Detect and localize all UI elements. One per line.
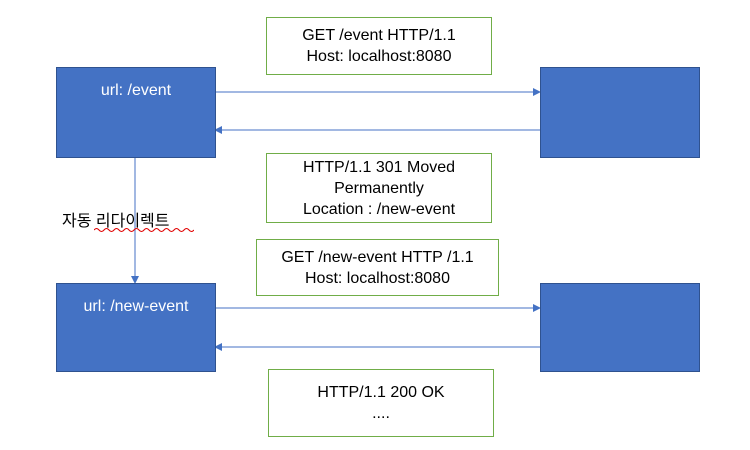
server-box-bottom [540, 283, 700, 372]
client-url-label: url: /event [100, 82, 172, 99]
response-message-301: HTTP/1.1 301 Moved Permanently Location … [266, 153, 492, 223]
message-line: GET /event HTTP/1.1 [302, 27, 456, 44]
server-box-top [540, 67, 700, 158]
client-url-label: url: /new-event [83, 298, 189, 315]
redirect-label: 자동 리다이렉트 [62, 213, 170, 230]
spellcheck-underline [94, 228, 194, 232]
message-line: HTTP/1.1 200 OK [317, 384, 445, 401]
message-line: Host: localhost:8080 [305, 269, 450, 287]
message-line: HTTP/1.1 301 Moved [302, 158, 456, 176]
message-line: Permanently [334, 179, 424, 197]
client-box-event: url: /event [56, 67, 216, 158]
message-line: GET /new-event HTTP /1.1 [281, 248, 474, 266]
client-box-new-event: url: /new-event [56, 283, 216, 372]
message-line: Host: localhost:8080 [306, 48, 452, 65]
response-message-200: HTTP/1.1 200 OK .... [268, 369, 494, 437]
request-message-new-event: GET /new-event HTTP /1.1 Host: localhost… [256, 239, 499, 296]
message-line: .... [372, 405, 390, 422]
message-line: Location : /new-event [302, 200, 456, 218]
request-message-event: GET /event HTTP/1.1 Host: localhost:8080 [266, 17, 492, 75]
